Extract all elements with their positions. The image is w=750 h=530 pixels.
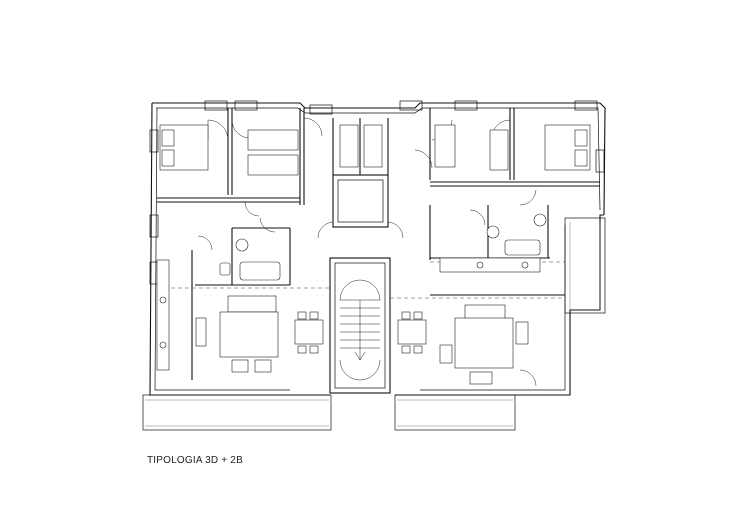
stair [339, 279, 381, 381]
balconies [142, 217, 606, 431]
doors [197, 117, 537, 387]
kitchen-counters [156, 257, 541, 371]
plan-caption: TIPOLOGIA 3D + 2B [147, 455, 243, 466]
bedroom-furniture [159, 124, 591, 176]
bathroom-fixtures [219, 213, 547, 281]
living-dining-furniture [195, 295, 529, 385]
windows [149, 100, 605, 285]
